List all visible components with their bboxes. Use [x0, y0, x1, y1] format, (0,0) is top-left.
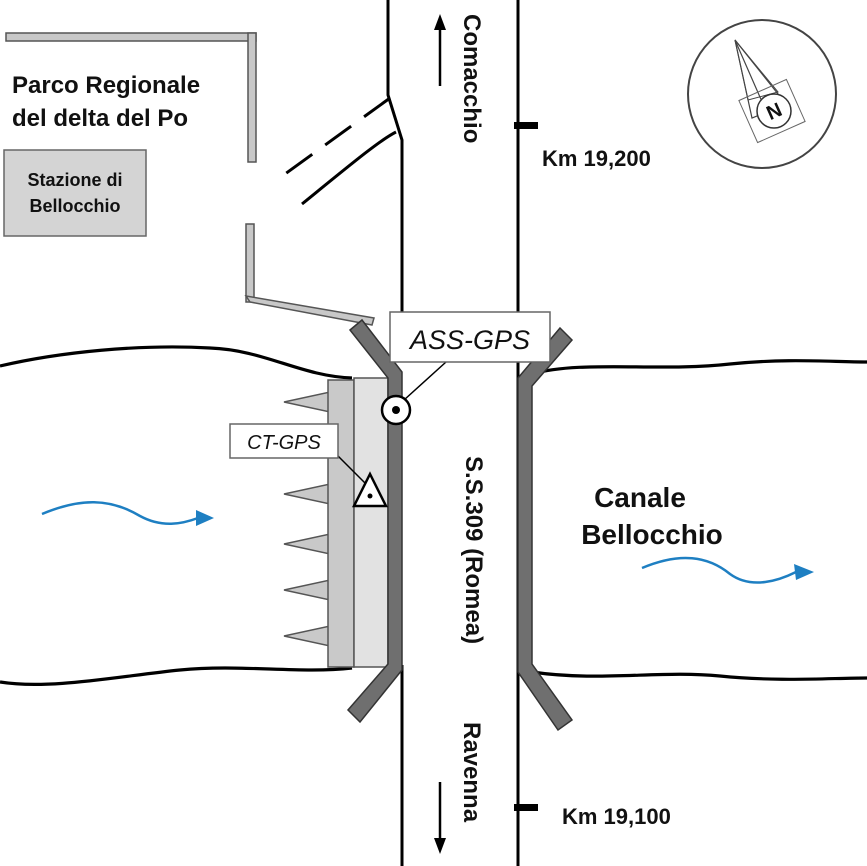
km-label-north: Km 19,200 — [542, 146, 651, 171]
arrow-down-icon — [434, 782, 446, 854]
ass-gps-box — [389, 311, 551, 363]
park-boundary-vertical-upper — [247, 32, 257, 163]
bridge-pier — [327, 379, 355, 668]
ct-gps-leader — [337, 455, 367, 485]
park-boundary-top — [5, 32, 257, 42]
canal-north-bank-east — [531, 359, 867, 376]
park-label-line2: del delta del Po — [12, 105, 188, 132]
bridge-wall-east — [517, 326, 574, 732]
canal-south-bank-west — [0, 666, 353, 687]
station-label-line1: Stazione di — [27, 170, 122, 190]
triangle-dot-icon — [351, 471, 389, 508]
breakwater-tooth — [283, 391, 331, 413]
road-west-edge-north — [386, 0, 404, 330]
breakwater-tooth — [283, 579, 331, 601]
circle-dot-icon — [380, 394, 412, 426]
breakwater-tooth — [283, 625, 331, 647]
park-label-line1: Parco Regionale — [12, 72, 200, 99]
breakwater-tooth — [283, 533, 331, 555]
km-marker-south — [514, 804, 538, 811]
bridge-deck — [353, 377, 389, 668]
ass-gps-label: ASS-GPS — [408, 325, 530, 355]
direction-label-south: Ravenna — [458, 722, 485, 823]
km-label-south: Km 19,100 — [562, 804, 671, 829]
flow-arrow-east — [641, 556, 814, 584]
arrow-up-icon — [434, 14, 446, 86]
side-road-dashed — [273, 96, 391, 184]
flow-arrow-west — [41, 501, 214, 526]
canal-north-bank-west — [0, 345, 353, 380]
station-box — [3, 149, 147, 237]
park-boundary-vertical-lower — [245, 223, 255, 303]
compass-icon: N — [687, 19, 837, 169]
station-label-line2: Bellocchio — [29, 196, 120, 216]
canal-label-line2: Bellocchio — [581, 519, 723, 550]
ass-gps-leader — [403, 361, 447, 401]
road-label: S.S.309 (Romea) — [460, 456, 487, 644]
direction-label-north: Comacchio — [458, 14, 485, 143]
canal-south-bank-east — [531, 670, 867, 681]
km-marker-north — [514, 122, 538, 129]
canal-label-line1: Canale — [594, 482, 686, 513]
side-road-solid — [301, 130, 397, 206]
park-boundary-diagonal — [244, 294, 375, 326]
breakwater-tooth — [283, 483, 331, 505]
ct-gps-label: CT-GPS — [247, 432, 321, 454]
ct-gps-box — [229, 423, 339, 459]
